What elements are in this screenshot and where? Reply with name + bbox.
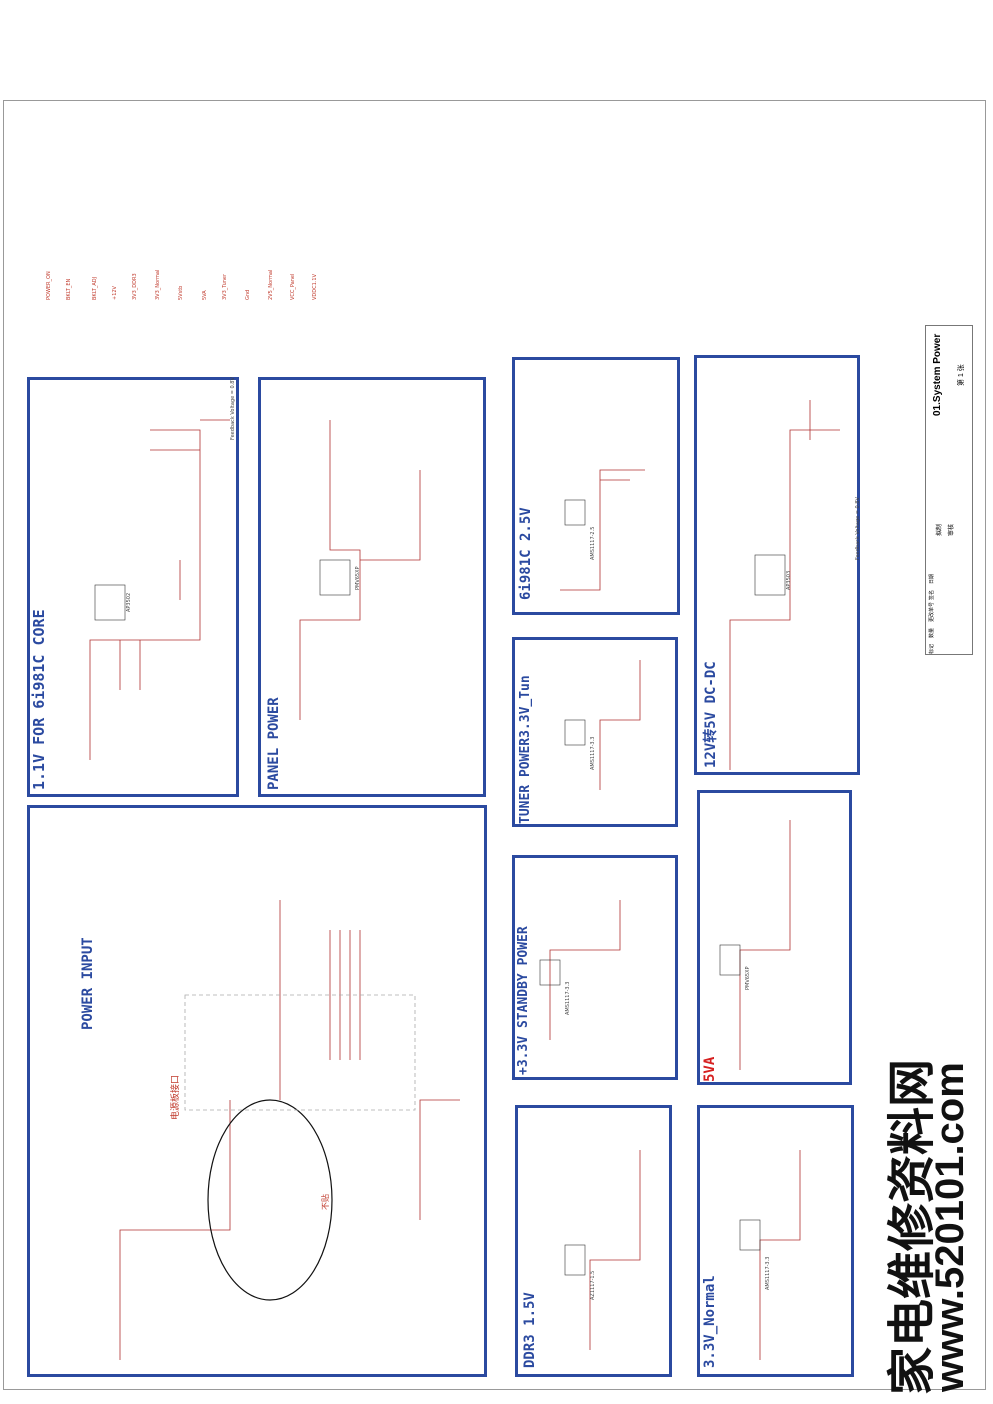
drawing-frame [3,100,986,1390]
highlight-ellipse [207,1099,333,1301]
section-standby [512,855,678,1080]
sheet-label-4: 日期 [929,573,935,584]
net-2: BKLT_ADJ [92,276,98,300]
section-power-input [27,805,487,1377]
tuner-ic-label: AMS1117-3.3 [590,736,596,770]
sheet-label-3: 签名 [929,589,935,600]
sheet-label-0: 标记 [929,643,935,654]
net-10: 2V5_Normal [268,269,274,300]
sheet-page: 第 1 张 [958,364,965,386]
section-tuner [512,637,678,827]
sheet-label-2: 更改单号 [929,601,935,622]
5va-title: 5VA [702,1056,718,1082]
net-8: 3V3_Tuner [222,273,228,300]
net-5: 3V3_Normal [155,269,161,300]
core-title: 1.1V FOR 6i981C CORE [30,609,48,790]
section-5va [697,790,852,1085]
v25-ic-label: AMS1117-2.5 [590,526,596,560]
net-7: 5VA [202,290,208,300]
net-0: POWER_ON [46,271,52,300]
net-1: BKLT_EN [66,278,72,300]
power-input-title: POWER INPUT [80,937,96,1030]
feedback-note-1: Feedback Voltage = 0.8V [230,377,236,440]
section-core [27,377,239,797]
section-v25 [512,357,680,615]
section-ddr3 [515,1105,672,1377]
section-dcdc [694,355,860,775]
sheet-label-1: 数量 [929,627,935,638]
normal-ic-label: AMS1117-3.3 [765,1256,771,1290]
va5-ic-label: PMV65XP [745,966,751,990]
section-normal [697,1105,854,1377]
interface-note: 电源板接口 [171,1074,181,1120]
net-3: +12V [112,286,118,300]
watermark-url: www.520101.com [928,1062,972,1392]
title-block: 01.System Power 第 1 张 拟制 审核 标记 数量 更改单号 签… [925,325,973,655]
sheet-checked: 审核 [949,523,955,536]
net-11: VCC_Panel [290,273,296,300]
dcdc-title: 12V转5V DC-DC [703,661,719,768]
ddr-ic-label: AZ1117-1.5 [590,1270,596,1300]
standby-title: +3.3V STANDBY POWER [516,926,531,1075]
no-mount-note: 不贴 [321,1194,330,1210]
net-6: 5Vstb [178,285,184,300]
ddr3-title: DDR3 1.5V [522,1292,538,1368]
tuner-title: TUNER POWER3.3V_Tun [518,675,533,824]
panel-title: PANEL POWER [266,697,282,790]
standby-ic-label: AMS1117-3.3 [565,981,571,1015]
net-12: VDDC1.1V [312,274,318,300]
sheet-drawn: 拟制 [937,523,943,536]
sheet-title: 01.System Power [932,333,943,416]
dcdc-ic-label: AP3503 [786,570,792,590]
v25-title: 6i981C 2.5V [518,507,534,600]
core-ic-label: AP3502 [126,592,132,612]
section-panel [258,377,486,797]
feedback-note-2: Feedback Voltage = 0.8V [855,497,861,560]
normal-title: 3.3V_Normal [702,1275,718,1368]
net-4: 3V3_DDR3 [132,273,138,300]
panel-ic-label: PMV65XP [355,566,361,590]
net-9: Gnd [245,289,251,300]
